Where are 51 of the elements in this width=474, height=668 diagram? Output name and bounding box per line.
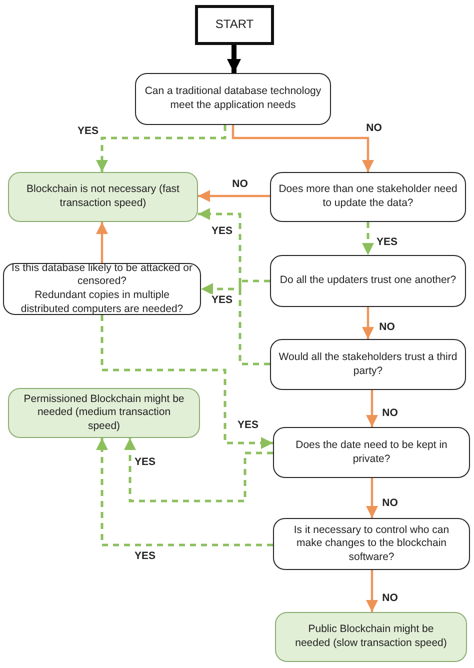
decision-box [273, 427, 470, 478]
edge-label: YES [210, 225, 234, 237]
node-text: START [215, 17, 254, 33]
start-box [195, 5, 274, 45]
edge-label: NO [364, 122, 384, 134]
node-text: Redundant copies in multiple distributed computers are needed? [20, 289, 184, 316]
outcome-box [8, 172, 198, 222]
node-text: Can a traditional database technology meet the application needs [144, 85, 322, 113]
node-text: Is it necessary to control who can make changes to the blockchain software? [292, 524, 450, 564]
edge-label: NO [380, 497, 400, 509]
edge-label: YES [132, 456, 158, 468]
arrow [227, 45, 241, 73]
node-text: Blockchain is not necessary (fast transaction speed) [26, 183, 180, 211]
node-text: Do all the updaters trust one another? [280, 274, 456, 288]
edge-label: YES [210, 294, 234, 306]
edge-label: NO [377, 321, 397, 333]
arrow [366, 478, 378, 518]
edge-label: YES [132, 550, 158, 562]
arrow [362, 222, 374, 255]
node-text: Does more than one stakeholder need to update the data? [278, 183, 458, 211]
outcome-box [8, 388, 200, 438]
decision-box [270, 172, 466, 222]
node-text: Does the date need to be kept in private? [294, 438, 448, 466]
arrow [198, 190, 270, 202]
edge-label: NO [230, 178, 250, 190]
edge-label: NO [380, 592, 400, 604]
arrow [96, 222, 108, 263]
edge-label: YES [236, 419, 260, 431]
node-text: Is this database likely to be attacked or censored? [10, 262, 194, 289]
node-text: Permissioned Blockchain might be needed (medium transaction speed) [23, 392, 185, 434]
edge-label: NO [380, 407, 400, 419]
arrow [124, 438, 273, 502]
arrow [96, 438, 273, 546]
decision-box [270, 255, 466, 307]
arrow [366, 390, 378, 427]
arrow [366, 570, 378, 612]
arrow [362, 307, 374, 339]
decision-box [270, 339, 466, 390]
arrow [100, 315, 273, 449]
arrow [198, 208, 270, 366]
decision-box [135, 73, 331, 125]
decision-box [273, 518, 470, 570]
node-text: Would all the stakeholders trust a third party? [278, 350, 458, 378]
decision-box [3, 263, 201, 315]
edge-label: YES [76, 125, 100, 137]
arrow [96, 125, 226, 172]
arrow [232, 125, 374, 172]
arrow [201, 280, 270, 295]
outcome-box [275, 612, 467, 662]
node-text: Public Blockchain might be needed (slow transaction speed) [294, 623, 448, 651]
edge-label: YES [374, 236, 400, 248]
